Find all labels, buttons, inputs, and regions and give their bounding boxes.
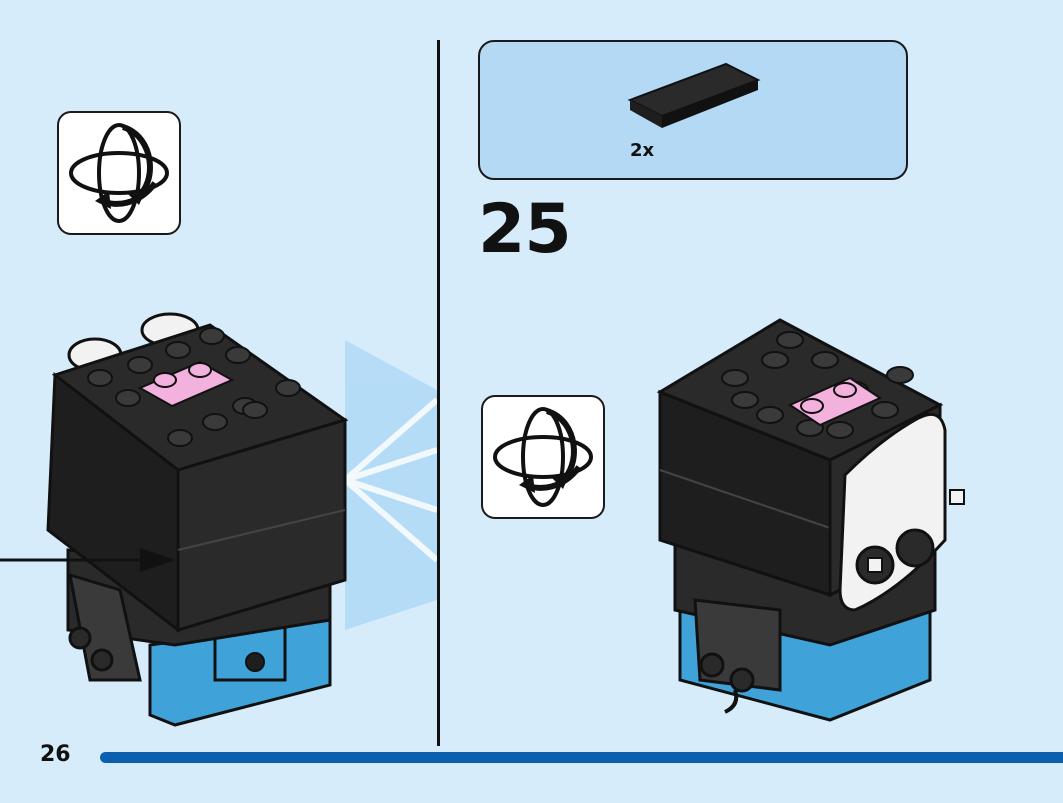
part-quantity-label: 2x <box>630 140 655 161</box>
rotate-model-icon-box-left <box>57 111 181 235</box>
placement-arrow <box>0 548 175 572</box>
progress-bar <box>100 752 1063 763</box>
rotate-model-icon <box>493 407 593 507</box>
placement-highlight-burst <box>343 340 439 630</box>
page-number: 26 <box>40 742 71 767</box>
rotate-model-icon-box-right <box>481 395 605 519</box>
left-model-illustration <box>46 312 439 727</box>
rotate-model-icon <box>69 123 169 223</box>
right-model-illustration <box>656 318 965 722</box>
black-flat-tile-2x4-part <box>627 62 761 128</box>
panel-divider <box>437 40 440 746</box>
step-number: 25 <box>478 190 572 269</box>
